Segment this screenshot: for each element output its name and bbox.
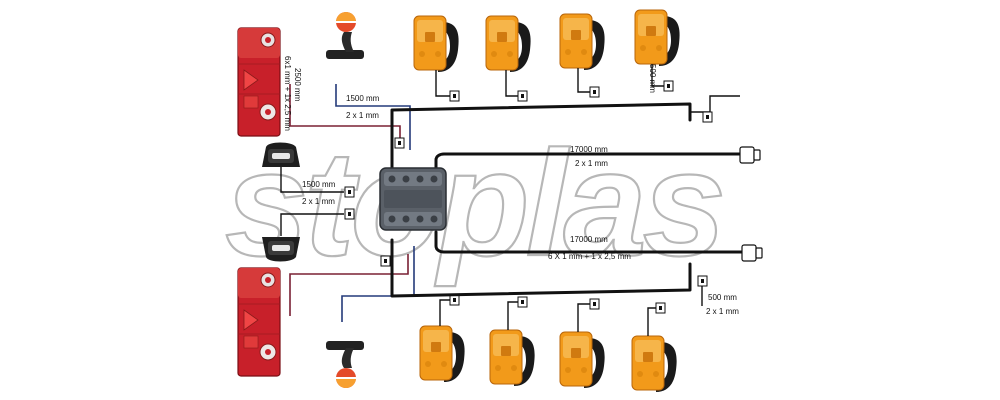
side-marker-top-1 <box>413 15 460 73</box>
outline-marker-top <box>326 12 364 59</box>
outline-marker-bottom <box>326 341 364 388</box>
side-marker-bottom-1 <box>419 325 466 383</box>
rear-lamp-cable-spec-label: 6x1 mm + 1x 2,5 mm <box>283 56 292 131</box>
rear-lamp-cables <box>289 84 415 322</box>
side-marker-bottom-2 <box>489 329 536 387</box>
side-marker-pigtails-bottom <box>439 294 666 336</box>
plate-lamp-cable-spec-label: 2 x 1 mm <box>302 197 335 206</box>
plate-lamp-cable-length-label: 1500 mm <box>302 180 336 189</box>
side-marker-bottom-4 <box>631 335 678 393</box>
main-cable-top-length-label: 17000 mm <box>570 145 608 154</box>
plate-lamp-bottom <box>262 237 300 262</box>
plug-top <box>739 146 761 164</box>
rear-lamp-cable-length-label: 2500 mm <box>293 68 302 102</box>
side-marker-cable-length-label: 500 mm <box>648 64 657 93</box>
main-cable-bottom-spec-label: 6 X 1 mm + 1 x 2,5 mm <box>548 252 631 261</box>
plug-bottom <box>741 244 763 262</box>
main-harness <box>390 95 744 306</box>
watermark-text: stoplas <box>225 119 722 287</box>
side-marker-top-2 <box>485 15 532 73</box>
side-marker-bottom-3 <box>559 331 606 389</box>
rear-lamp-left-top <box>237 27 281 137</box>
side-marker-top-3 <box>559 13 606 71</box>
outline-marker-cable-length-label: 1500 mm <box>346 94 380 103</box>
plate-lamp-top <box>262 142 300 167</box>
extra-cable-length-label: 500 mm <box>708 293 737 302</box>
main-cable-top-spec-label: 2 x 1 mm <box>575 159 608 168</box>
rear-lamp-left-bottom <box>237 267 281 377</box>
junction-box <box>379 167 447 231</box>
outline-marker-cable-spec-label: 2 x 1 mm <box>346 111 379 120</box>
main-cable-bottom-length-label: 17000 mm <box>570 235 608 244</box>
side-marker-top-4 <box>634 9 681 67</box>
plate-lamp-cables <box>280 167 355 236</box>
side-marker-pigtails-top <box>435 64 674 102</box>
extra-cable-spec-label: 2 x 1 mm <box>706 307 739 316</box>
